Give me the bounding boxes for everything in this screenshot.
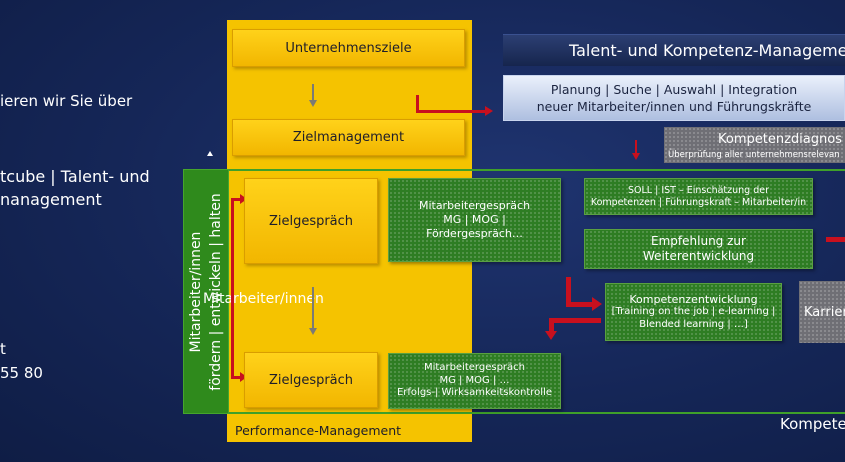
empfehlung-line-2: Weiterentwicklung <box>642 249 755 263</box>
red-arrow-ke-head <box>592 297 602 311</box>
left-text-line-2: tcube | Talent- und <box>0 167 150 186</box>
red-arrow-diagnose-head <box>632 153 640 160</box>
karriere-box: Karriere <box>799 281 845 343</box>
soll-ist-box: SOLL | IST – Einschätzung der Kompetenze… <box>584 178 813 215</box>
gray-arrow-shaft-1 <box>312 84 314 101</box>
left-text-line-4: t <box>0 340 6 358</box>
small-triangle-marker <box>207 151 213 156</box>
red-arrow-planung-h <box>416 110 486 113</box>
zielgespraech-box-2: Zielgespräch <box>244 352 378 408</box>
kompetenzentwicklung-box: Kompetenzentwicklung [Training on the jo… <box>605 283 782 341</box>
planung-line-1: Planung | Suche | Auswahl | Integration <box>550 81 798 97</box>
mag1-line-3: Fördergespräch… <box>426 226 523 240</box>
red-arrow-top-vertical <box>231 198 234 378</box>
employee-band-text-1: Mitarbeiter/innen <box>188 231 204 353</box>
planung-line-2: neuer Mitarbeiter/innen und Führungskräf… <box>536 99 812 114</box>
performance-management-label: Performance-Management <box>235 423 402 438</box>
gray-arrow-head-1 <box>309 100 317 107</box>
kompetenzdiagnose-subtitle: Überprüfung aller unternehmensrelevan <box>668 150 840 160</box>
mag1-line-1: Mitarbeitergespräch <box>418 199 531 213</box>
employee-band-label-wrap: Mitarbeiter/innen fördern | entwickeln |… <box>185 171 229 414</box>
mitarbeitergespraech-box-1: Mitarbeitergespräch MG | MOG | Förderges… <box>388 178 561 262</box>
red-arrow-right-edge <box>826 237 845 242</box>
kompetenz-footer-label: Kompete <box>780 415 845 433</box>
left-text-line-1: ieren wir Sie über <box>0 92 133 110</box>
kompetenzentwicklung-line-2: [Training on the job | e-learning | <box>611 306 776 318</box>
mag2-line-2: MG | MOG | … <box>439 374 510 386</box>
employee-band-text-2: fördern | entwickeln | halten <box>208 193 224 391</box>
kompetenzentwicklung-line-1: Kompetenzentwicklung <box>629 292 758 306</box>
soll-ist-line-2: Kompetenzen | Führungskraft – Mitarbeite… <box>590 196 807 208</box>
unternehmensziele-box: Unternehmensziele <box>232 29 465 67</box>
red-arrow-bottom-head <box>240 372 247 382</box>
mitarbeitergespraech-box-2: Mitarbeitergespräch MG | MOG | … Erfolgs… <box>388 353 561 409</box>
red-arrow-ke-h <box>566 302 593 307</box>
karriere-label: Karriere <box>804 304 845 320</box>
soll-ist-line-1: SOLL | IST – Einschätzung der <box>627 184 770 196</box>
red-arrow-top-head <box>240 194 247 204</box>
kompetenzentwicklung-line-3: Blended learning | …] <box>639 318 748 330</box>
zielgespraech-box-1: Zielgespräch <box>244 178 378 264</box>
gray-arrow-shaft-2 <box>312 287 314 329</box>
red-arrow-back-h <box>549 318 601 323</box>
left-text-line-5: 55 80 <box>0 364 43 382</box>
red-arrow-back-v <box>549 318 554 332</box>
red-arrow-planung-head <box>485 106 493 116</box>
left-text-line-3: nanagement <box>0 190 102 209</box>
empfehlung-box: Empfehlung zur Weiterentwicklung <box>584 229 813 269</box>
kompetenzdiagnose-box: Kompetenzdiagnos Überprüfung aller unter… <box>664 127 845 163</box>
red-arrow-diagnose-shaft <box>635 140 637 154</box>
empfehlung-line-1: Empfehlung zur <box>651 234 746 248</box>
talent-kompetenz-header: Talent- und Kompetenz-Manageme <box>503 34 845 66</box>
mag1-line-2: MG | MOG | <box>443 213 506 227</box>
red-arrow-ke-v <box>566 277 571 307</box>
employee-band-side <box>183 169 229 414</box>
gray-arrow-head-2 <box>309 328 317 335</box>
planung-suche-box: Planung | Suche | Auswahl | Integration … <box>503 75 845 121</box>
red-arrow-planung-v <box>416 95 419 113</box>
red-arrow-top-horizontal <box>231 198 241 201</box>
mag2-line-1: Mitarbeitergespräch <box>424 362 525 374</box>
red-arrow-back-head <box>545 331 557 340</box>
kompetenzdiagnose-title: Kompetenzdiagnos <box>718 132 842 147</box>
zielmanagement-box: Zielmanagement <box>232 119 465 156</box>
red-arrow-bottom-horizontal <box>231 376 241 379</box>
mag2-line-3: Erfolgs-| Wirksamkeitskontrolle <box>396 387 552 399</box>
